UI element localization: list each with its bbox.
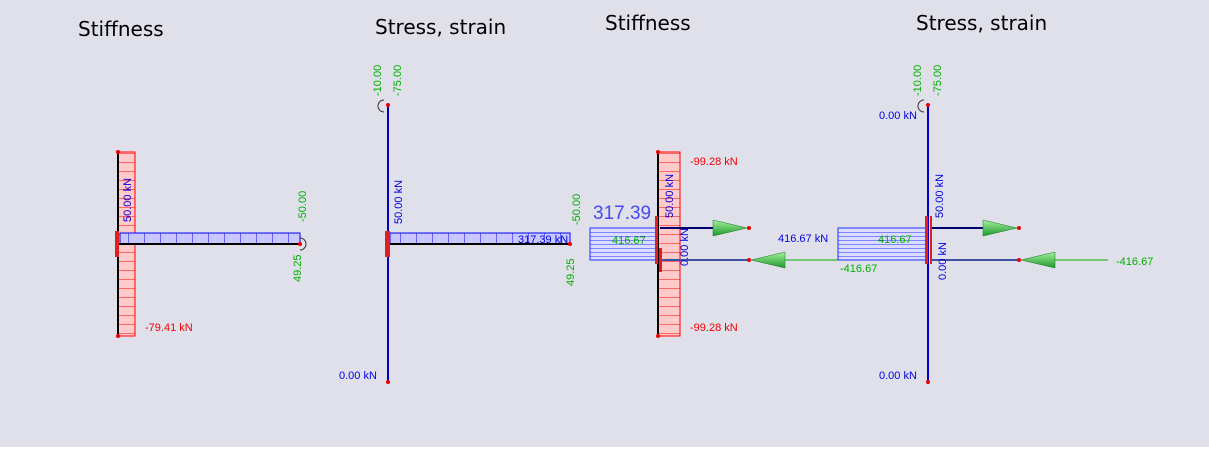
- label-moment-bottom: 49.25: [565, 258, 577, 286]
- label-stiffness-bottom: -79.41 kN: [145, 322, 193, 334]
- label-vertical-a: 50.00 kN: [664, 174, 676, 218]
- label-hidden-green: 416.67: [612, 235, 646, 247]
- label-stiffness-top: -99.28 kN: [690, 156, 738, 168]
- hinge-support: [115, 231, 119, 257]
- label-vertical-b: 0.00 kN: [679, 228, 691, 266]
- hinge-support: [925, 216, 928, 264]
- panel-stiffness-2[interactable]: Stiffness 416.67 317.39 -99.28 kN -99.28…: [589, 11, 838, 338]
- label-bottom: 0.00 kN: [339, 370, 377, 382]
- panel-stiffness-1[interactable]: Stiffness 50.00 kN -50.00 49.25 -79.41 k…: [78, 17, 309, 338]
- node[interactable]: [116, 150, 120, 154]
- stress-diagram: [837, 227, 929, 261]
- node[interactable]: [568, 242, 572, 246]
- label-vertical: 50.00 kN: [122, 178, 134, 222]
- label-vertical-a: 50.00 kN: [934, 174, 946, 218]
- label-top-b: -75.00: [932, 65, 944, 96]
- label-vertical: 50.00 kN: [393, 180, 405, 224]
- label-moment-bottom: 49.25: [292, 254, 304, 282]
- node[interactable]: [747, 226, 751, 230]
- node[interactable]: [298, 242, 302, 246]
- panel-title: Stiffness: [605, 11, 691, 35]
- stress-diagram: [589, 227, 659, 261]
- node[interactable]: [747, 258, 751, 262]
- load-arrow-right-icon: [982, 219, 1018, 237]
- label-vertical-b: 0.00 kN: [937, 242, 949, 280]
- label-moment-top: -50.00: [571, 194, 583, 225]
- label-top-b: -75.00: [392, 65, 404, 96]
- label-bottom: 0.00 kN: [879, 370, 917, 382]
- load-arrow-right-icon: [712, 219, 748, 237]
- label-stiffness-bottom: -99.28 kN: [690, 322, 738, 334]
- panel-stress-strain-1[interactable]: Stress, strain -10.00 -75.00 50.00 kN 31…: [339, 15, 583, 384]
- panel-stress-strain-2[interactable]: Stress, strain 416.67 -10.00 -75.00 0.00…: [830, 11, 1153, 384]
- node[interactable]: [926, 103, 930, 107]
- label-beam-end: 317.39 kN: [518, 234, 568, 246]
- label-big-value: 317.39: [593, 203, 651, 224]
- node[interactable]: [386, 380, 390, 384]
- hinge-support: [385, 231, 390, 257]
- label-top-force: 0.00 kN: [879, 110, 917, 122]
- node[interactable]: [116, 334, 120, 338]
- panel-title: Stress, strain: [375, 15, 506, 39]
- label-hidden-green: 416.67: [878, 234, 912, 246]
- panel-title: Stiffness: [78, 17, 164, 41]
- node[interactable]: [1017, 226, 1021, 230]
- panel-title: Stress, strain: [916, 11, 1047, 35]
- hinge-support: [930, 216, 932, 264]
- label-force: 416.67 kN: [778, 233, 828, 245]
- node[interactable]: [656, 334, 660, 338]
- moment-icon: [299, 237, 307, 251]
- label-moment-top: -50.00: [297, 191, 309, 222]
- moment-icon: [917, 99, 925, 113]
- node[interactable]: [386, 103, 390, 107]
- hinge-support: [659, 248, 662, 272]
- label-left-green: -416.67: [840, 263, 877, 275]
- label-top-a: -10.00: [912, 65, 924, 96]
- label-top-a: -10.00: [372, 65, 384, 96]
- node[interactable]: [926, 380, 930, 384]
- hinge-support: [655, 216, 658, 264]
- label-right-green: -416.67: [1116, 256, 1153, 268]
- stress-diagram: [119, 232, 301, 245]
- node[interactable]: [656, 150, 660, 154]
- moment-icon: [377, 99, 385, 113]
- node[interactable]: [1017, 258, 1021, 262]
